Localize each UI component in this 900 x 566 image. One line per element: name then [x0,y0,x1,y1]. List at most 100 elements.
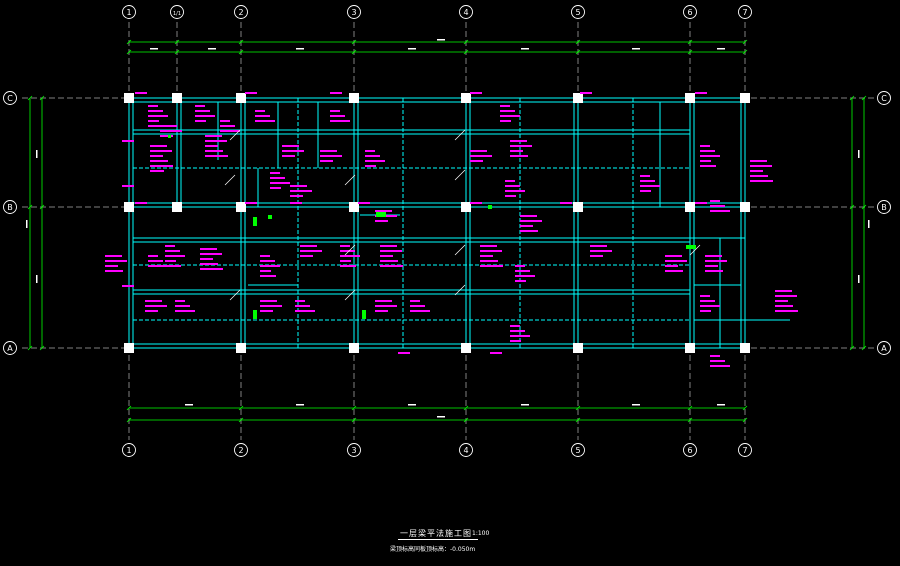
column-0 [124,93,134,103]
annotation-block-6 [270,172,290,189]
dimension-lines [29,41,865,421]
svg-text:A: A [7,344,13,353]
annotation-block-38 [710,200,730,212]
annotation-block-3 [205,135,228,157]
annotation-block-28 [505,180,525,197]
svg-text:3: 3 [351,446,356,455]
beam-label-17 [490,352,502,354]
annotation-block-36 [700,145,720,167]
beam-label-15 [122,285,134,287]
dimension-text [26,39,870,418]
annotation-block-2 [195,105,215,122]
column-18 [740,93,750,103]
svg-text:2: 2 [238,446,243,455]
annotation-block-42 [710,355,730,367]
column-19 [740,202,750,212]
annotation-block-32 [510,325,530,342]
beam-annotations [105,92,798,367]
annotation-block-29 [510,140,532,157]
annotation-block-26 [515,265,535,282]
svg-text:7: 7 [742,446,747,455]
annotation-block-40 [700,295,720,312]
grid-bubble-bottom-7: 7 [738,443,752,457]
annotation-block-14 [260,255,280,277]
annotation-block-44 [220,120,240,132]
dim-value-13 [717,404,725,406]
annotation-block-17 [105,255,127,272]
drawing-title: 一层梁平法施工图 [400,529,472,538]
svg-text:6: 6 [687,446,692,455]
svg-text:C: C [7,94,13,103]
annotation-block-37 [750,160,773,182]
annotation-block-20 [175,300,195,312]
svg-text:4: 4 [463,446,468,455]
drawing-note: 梁顶标高同板顶标高：-0.050m [390,546,476,553]
grid-bubble-right-B: B [877,200,891,214]
svg-text:6: 6 [687,8,692,17]
structural-columns [124,93,750,353]
dim-value-5 [632,48,640,50]
annotation-block-7 [290,185,312,197]
drawing-scale: 1:100 [472,530,490,537]
annotation-block-35 [665,255,687,272]
grid-bubbles-right: C B A [877,91,891,355]
dim-value-2 [296,48,304,50]
annotation-leaders [224,129,701,301]
svg-text:C: C [881,94,887,103]
beam-label-5 [695,92,707,94]
beam-label-0 [135,92,147,94]
column-11 [461,343,471,353]
annotation-block-27 [520,215,542,232]
title-underline [398,539,478,540]
column-8 [349,343,359,353]
beam-label-4 [580,92,592,94]
grid-bubble-top-0: 1 [122,5,136,19]
column-16 [685,202,695,212]
dimension-ticks [27,39,867,423]
dim-value-7 [437,39,445,41]
dim-value-v-3 [858,150,860,158]
column-17 [685,343,695,353]
annotation-block-31 [470,150,492,162]
dim-value-v-2 [26,220,28,228]
beam-label-10 [470,202,482,204]
grid-bubble-left-B: B [3,200,17,214]
svg-text:5: 5 [575,8,580,17]
column-2 [124,343,134,353]
grid-bubble-top-1: 1/1 [170,5,184,19]
annotation-block-18 [148,255,168,267]
annotation-block-8 [330,110,350,122]
grid-bubble-left-C: C [3,91,17,105]
annotation-block-43 [160,125,182,137]
annotation-block-39 [705,255,727,272]
column-13 [573,202,583,212]
grid-bubbles-left: C B A [3,91,17,355]
dim-value-4 [521,48,529,50]
grid-bubble-bottom-4: 4 [459,443,473,457]
beam-label-8 [290,202,302,204]
annotation-block-11 [380,245,403,267]
annotation-block-22 [295,300,315,312]
column-10 [461,202,471,212]
annotation-block-4 [255,110,275,122]
beam-label-9 [358,202,370,204]
column-1 [124,202,134,212]
grid-bubble-left-A: A [3,341,17,355]
svg-text:B: B [7,203,13,212]
dim-value-12 [632,404,640,406]
grid-bubble-top-3: 3 [347,5,361,19]
annotation-block-21 [260,300,282,312]
beam-label-7 [245,202,257,204]
drawing-title-block: 一层梁平法施工图 1:100 梁顶标高同板顶标高：-0.050m [380,525,520,565]
svg-text:4: 4 [463,8,468,17]
annotation-block-41 [775,290,798,312]
beam-label-6 [135,202,147,204]
beam-label-1 [245,92,257,94]
svg-text:A: A [881,344,887,353]
column-5 [236,343,246,353]
dim-value-v-5 [868,220,870,228]
dim-value-v-1 [36,275,38,283]
